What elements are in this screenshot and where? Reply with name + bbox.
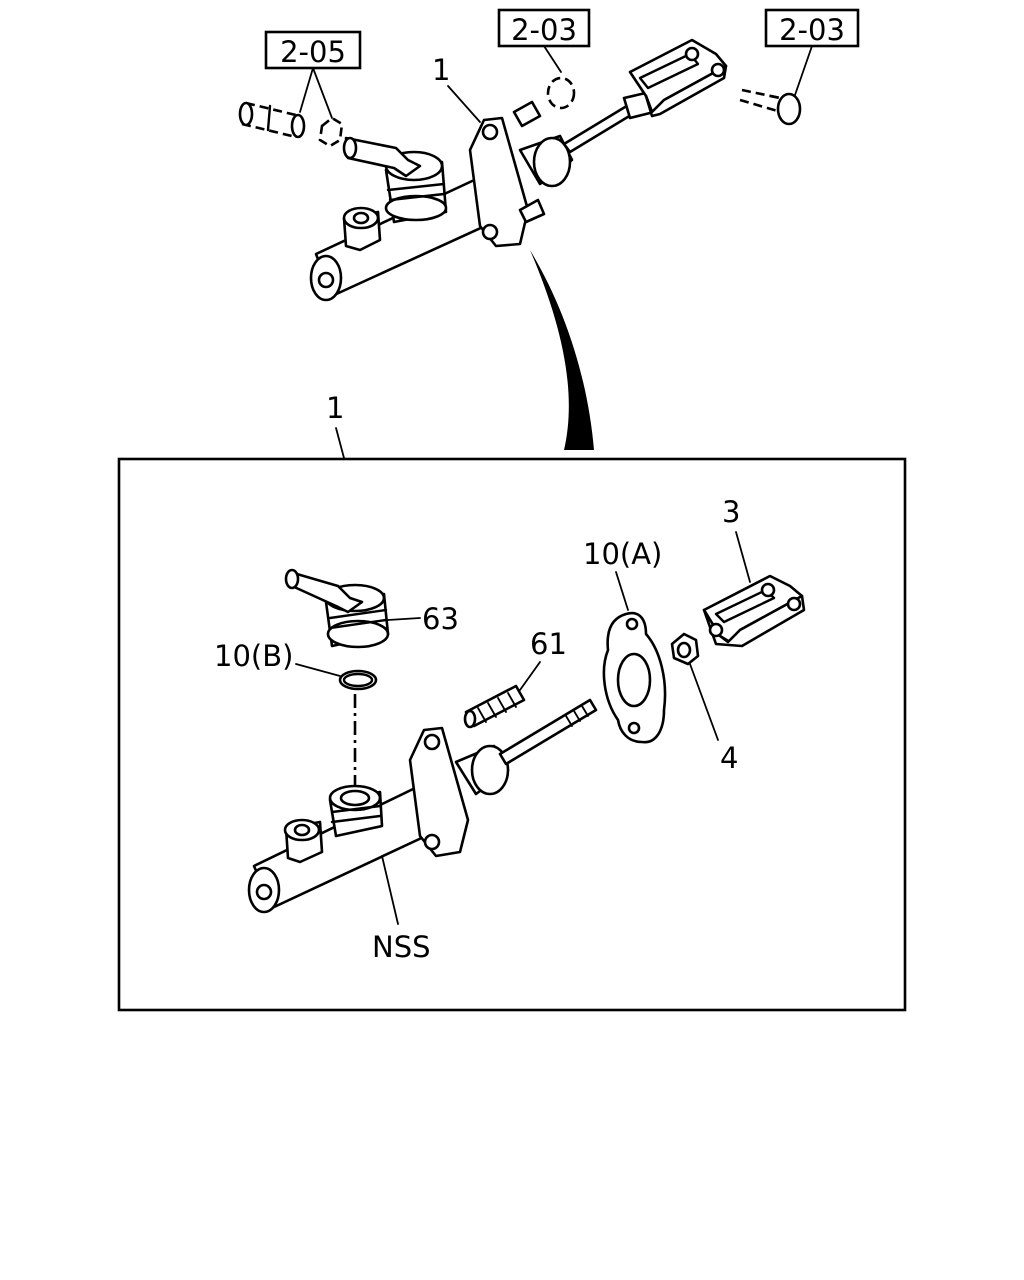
detail-view: 1 63 10(B) <box>117 391 907 1012</box>
callout-o-ring: 10(B) <box>214 639 293 673</box>
detail-frame <box>117 457 907 1012</box>
ref-box-hose: 2-05 <box>264 30 362 70</box>
ref-box-pin: 2-03 <box>764 8 860 48</box>
clevis-pin-part <box>739 88 802 126</box>
ref-label-pin: 2-03 <box>779 13 845 47</box>
callout-stud: 61 <box>530 627 567 661</box>
ref-label-washer: 2-03 <box>511 13 577 47</box>
hose-part <box>238 101 306 139</box>
hose-clamp-part <box>318 116 344 148</box>
clevis-part <box>702 574 806 648</box>
nut-part <box>670 632 700 666</box>
callout-body: NSS <box>372 930 431 964</box>
top-cylinder-body <box>309 90 656 302</box>
stud-part <box>463 684 526 729</box>
callout-reservoir: 63 <box>422 602 459 636</box>
callout-nut: 4 <box>720 741 738 775</box>
gasket-part <box>602 611 667 744</box>
reservoir-part <box>284 568 390 649</box>
ref-box-washer: 2-03 <box>497 8 591 48</box>
ref-label-hose: 2-05 <box>280 35 346 69</box>
callout-gasket: 10(A) <box>583 537 662 571</box>
detail-pointer-wedge <box>530 250 594 450</box>
washer-part <box>546 76 576 110</box>
detail-callout-label: 1 <box>326 391 344 425</box>
top-callout-label: 1 <box>432 53 450 87</box>
callout-clevis: 3 <box>722 495 740 529</box>
detail-cylinder-body <box>247 698 598 914</box>
o-ring-part <box>338 669 378 691</box>
top-clevis-part <box>628 38 728 118</box>
top-assembly-illustration: 2-05 2-03 2-03 <box>238 8 860 450</box>
